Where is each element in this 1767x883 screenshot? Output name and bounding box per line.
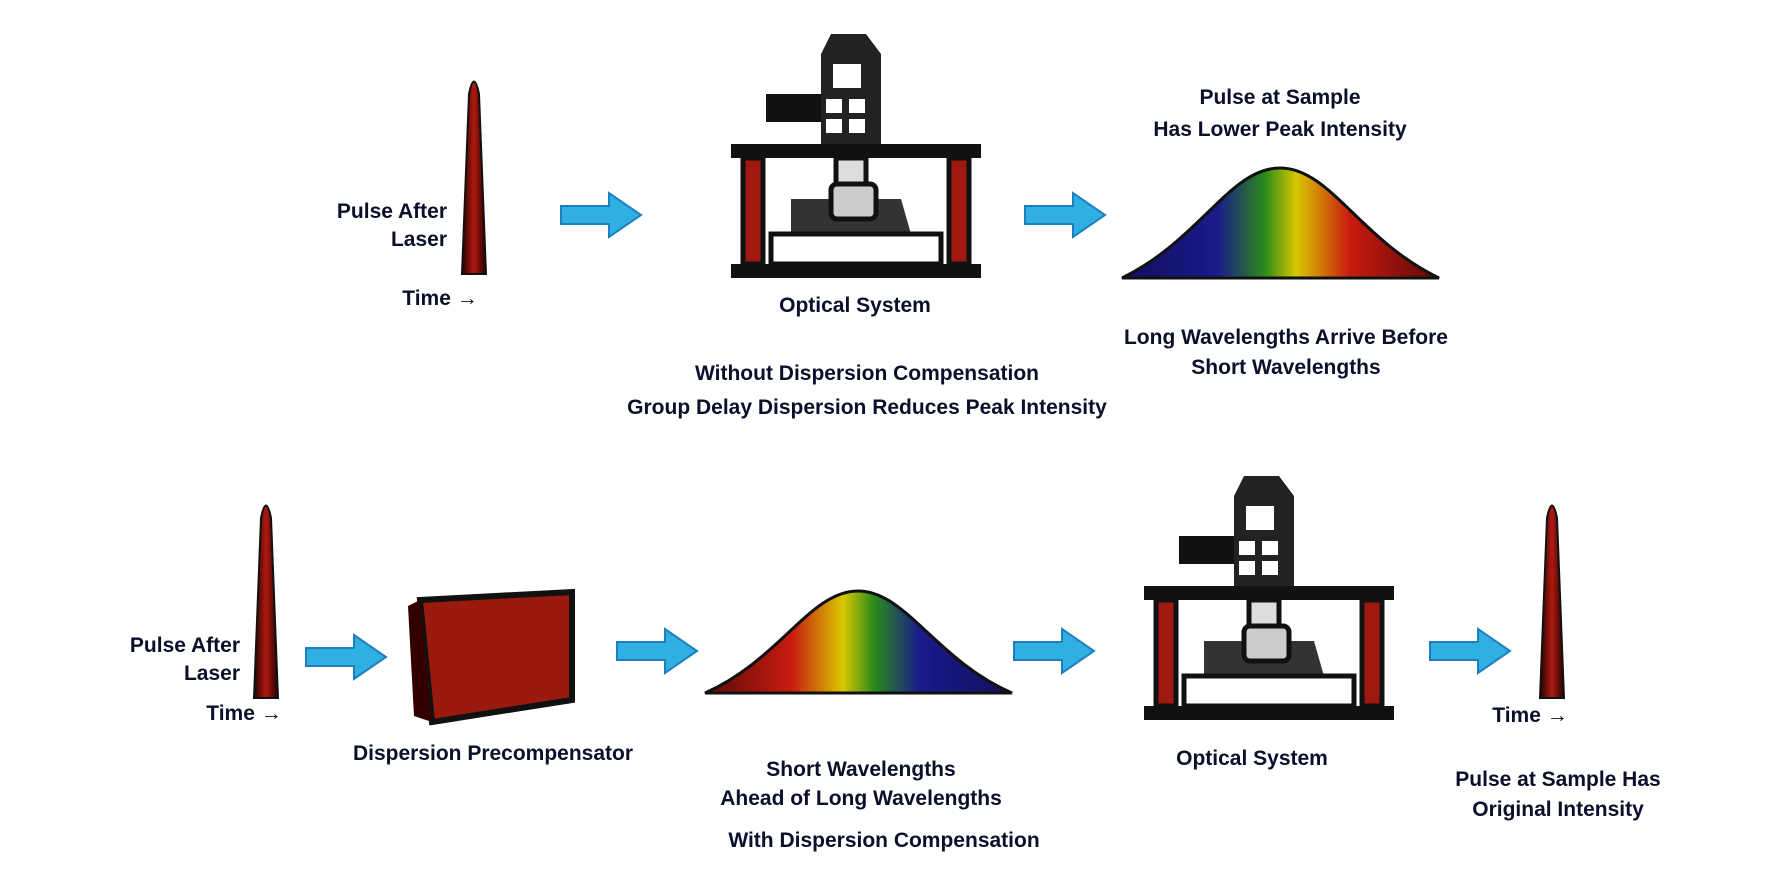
top-caption-1: Without Dispersion Compensation [695,362,1039,385]
bottom-spectrum-caption-1: Short Wavelengths [766,758,955,781]
top-sample-label-2: Has Lower Peak Intensity [1153,118,1407,141]
top-arrow-1 [560,192,642,238]
top-pulse-label-2: Laser [391,228,447,251]
top-sample-label-1: Pulse at Sample [1199,86,1360,109]
top-optical-system-icon [731,34,981,278]
bottom-arrow-3 [1013,628,1095,674]
top-laser-pulse [461,80,487,275]
bottom-time-label: Time → [206,702,281,725]
output-time-label: Time → [1492,704,1567,727]
bottom-arrow-2 [616,628,698,674]
top-pulse-label-1: Pulse After [337,200,447,223]
top-time-label: Time → [402,287,477,310]
bottom-caption: With Dispersion Compensation [728,829,1039,852]
bottom-laser-pulse [253,504,279,699]
bottom-spectrum-caption-2: Ahead of Long Wavelengths [720,787,1002,810]
output-label-1: Pulse at Sample Has [1455,768,1660,791]
bottom-arrow-4 [1429,628,1511,674]
top-broadened-pulse-spectrum [1121,166,1440,280]
precompensator-label: Dispersion Precompensator [353,742,633,765]
top-spectrum-caption-1: Long Wavelengths Arrive Before [1124,326,1448,349]
output-label-2: Original Intensity [1472,798,1644,821]
top-spectrum-caption-2: Short Wavelengths [1191,356,1380,379]
top-arrow-2 [1024,192,1106,238]
bottom-pulse-label-1: Pulse After [130,634,240,657]
bottom-optical-system-icon [1144,476,1394,720]
bottom-arrow-1 [305,634,387,680]
bottom-optical-system-label: Optical System [1176,747,1328,770]
top-optical-system-label: Optical System [779,294,931,317]
bottom-pulse-label-2: Laser [184,662,240,685]
dispersion-precompensator-box [408,588,575,726]
output-pulse [1539,504,1565,699]
bottom-prechirped-pulse-spectrum [704,589,1013,695]
top-caption-2: Group Delay Dispersion Reduces Peak Inte… [627,396,1107,419]
